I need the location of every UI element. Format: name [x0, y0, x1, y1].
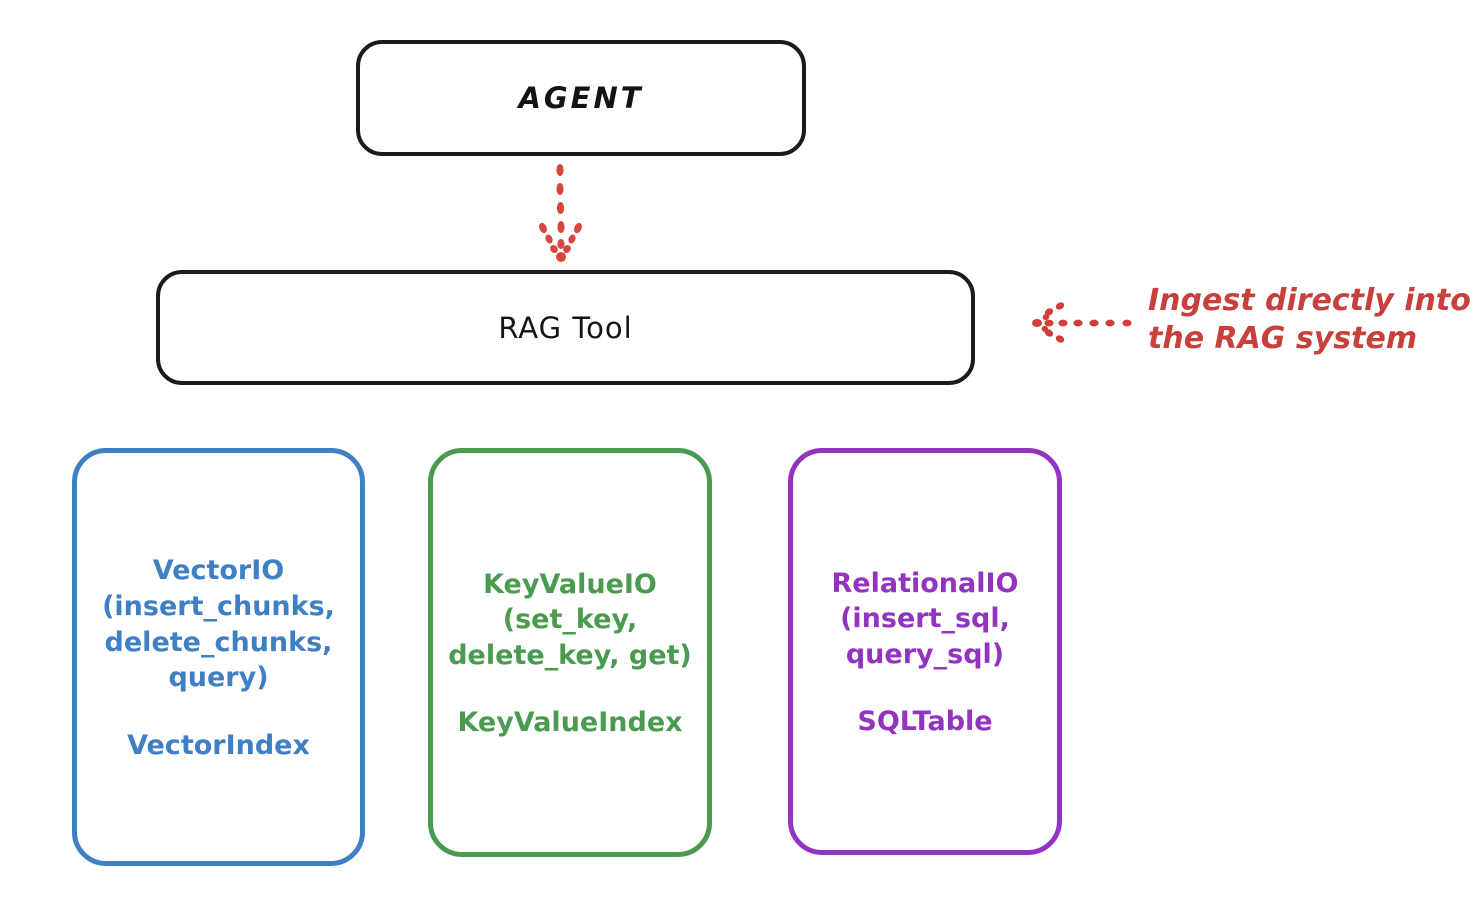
vector-store-node[interactable]: VectorIO (insert_chunks, delete_chunks, …: [72, 448, 365, 866]
agent-node-label: AGENT: [518, 81, 644, 115]
ingest-note: Ingest directly into the RAG system: [1148, 283, 1471, 357]
vector-store-index-label: VectorIndex: [127, 729, 310, 761]
rag-tool-node[interactable]: RAG Tool: [156, 270, 975, 385]
keyvalue-store-node[interactable]: KeyValueIO (set_key, delete_key, get) Ke…: [428, 448, 712, 857]
relational-store-api-label: RelationalIO (insert_sql, query_sql): [831, 567, 1019, 670]
keyvalue-store-index-label: KeyValueIndex: [457, 707, 683, 739]
vector-store-api-label: VectorIO (insert_chunks, delete_chunks, …: [102, 555, 335, 694]
relational-store-node[interactable]: RelationalIO (insert_sql, query_sql) SQL…: [788, 448, 1062, 855]
agent-to-ragtool-arrow: [539, 164, 582, 262]
ingest-annotation-arrow: [1032, 302, 1132, 343]
keyvalue-store-api-label: KeyValueIO (set_key, delete_key, get): [448, 568, 692, 671]
rag-tool-node-label: RAG Tool: [498, 310, 633, 345]
agent-node[interactable]: AGENT: [356, 40, 806, 156]
relational-store-index-label: SQLTable: [857, 706, 993, 738]
